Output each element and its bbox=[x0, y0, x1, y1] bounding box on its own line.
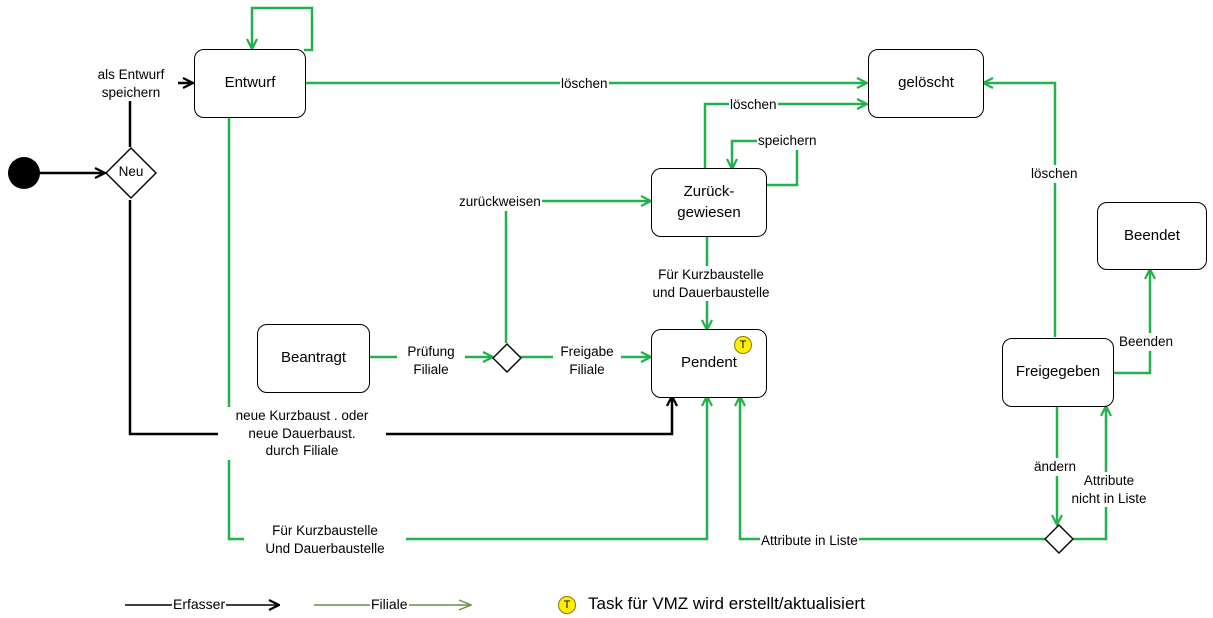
decision-neu-label: Neu bbox=[118, 164, 144, 179]
label-loeschen-right: löschen bbox=[1030, 165, 1079, 183]
edge-diamond2-to-freigegeben bbox=[1073, 407, 1106, 541]
initial-node bbox=[8, 157, 40, 189]
label-loeschen-top: löschen bbox=[560, 75, 609, 93]
state-pendent-label: Pendent bbox=[681, 354, 737, 372]
state-beantragt: Beantragt bbox=[257, 324, 370, 393]
label-speichern: speichern bbox=[757, 132, 818, 150]
state-beendet: Beendet bbox=[1097, 202, 1207, 270]
label-attribute-in-liste: Attribute in Liste bbox=[760, 532, 859, 550]
edge-diamond2-to-pendent bbox=[740, 397, 1046, 541]
legend-task-badge: T bbox=[558, 596, 576, 614]
edge-neu-to-pendent bbox=[128, 200, 672, 436]
edge-entwurf-selfloop bbox=[252, 6, 314, 52]
edge-entwurf-to-pendent bbox=[227, 118, 707, 541]
label-neue-baustellen: neue Kurzbaust . oder neue Dauerbaust. d… bbox=[218, 407, 386, 460]
edge-freigegeben-to-geloescht bbox=[984, 83, 1057, 337]
edge-freigegeben-to-beendet bbox=[1114, 270, 1150, 375]
state-freigegeben: Freigegeben bbox=[1002, 338, 1114, 407]
label-beenden: Beenden bbox=[1118, 333, 1175, 351]
edge-zurueckgewiesen-to-geloescht bbox=[703, 104, 866, 168]
label-kurz-dauer-1: Für Kurzbaustelle und Dauerbaustelle bbox=[630, 266, 792, 302]
label-freigabe-filiale: Freigabe Filiale bbox=[553, 343, 621, 379]
decision-neu-shape bbox=[105, 147, 157, 199]
legend-task-text: Task für VMZ wird erstellt/aktualisiert bbox=[588, 594, 865, 613]
state-pendent: Pendent T bbox=[651, 329, 767, 398]
state-geloescht: gelöscht bbox=[868, 49, 984, 118]
decision-neu: Neu bbox=[105, 147, 157, 199]
label-kurz-dauer-2: Für Kurzbaustelle Und Dauerbaustelle bbox=[244, 522, 406, 558]
edge-diamond-to-zurueckgewiesen bbox=[504, 201, 650, 343]
legend-filiale-label: Filiale bbox=[370, 596, 409, 612]
legend-erfasser-label: Erfasser bbox=[172, 596, 227, 612]
label-als-entwurf-speichern: als Entwurf speichern bbox=[84, 66, 178, 102]
label-pruefung-filiale: Prüfung Filiale bbox=[397, 343, 465, 379]
task-badge: T bbox=[734, 336, 752, 354]
state-zurueckgewiesen: Zurück- gewiesen bbox=[651, 168, 767, 237]
label-zurueckweisen: zurückweisen bbox=[458, 193, 542, 211]
decision-aendern bbox=[1044, 524, 1074, 554]
state-entwurf: Entwurf bbox=[194, 49, 306, 118]
label-loeschen-mid: löschen bbox=[729, 96, 778, 114]
label-aendern: ändern bbox=[1033, 458, 1078, 476]
label-attribute-nicht-in-liste: Attribute nicht in Liste bbox=[1068, 472, 1150, 508]
decision-pruefung bbox=[492, 343, 522, 373]
